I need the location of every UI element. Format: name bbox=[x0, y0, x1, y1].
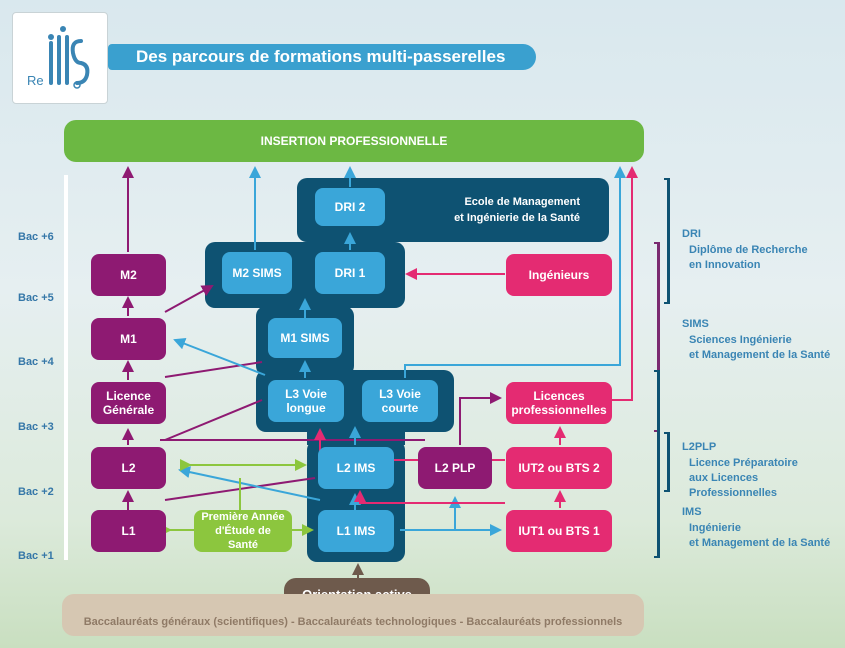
node-m2sims: M2 SIMS bbox=[222, 252, 292, 294]
node-l3-voie-longue: L3 Voie longue bbox=[268, 380, 344, 422]
node-licence-generale: Licence Générale bbox=[91, 382, 166, 424]
node-dri2: DRI 2 bbox=[315, 188, 385, 226]
bracket-dri bbox=[664, 178, 670, 304]
node-ingenieurs: Ingénieurs bbox=[506, 254, 612, 296]
legend-sims-title: SIMS bbox=[682, 318, 709, 330]
legend-ims-line1: Ingénierie bbox=[689, 522, 741, 534]
bac6-label: Bac +6 bbox=[18, 231, 54, 243]
baccalaureats-band: Baccalauréats généraux (scientifiques) -… bbox=[62, 594, 644, 636]
legend-sims-line1: Sciences Ingénierie bbox=[689, 334, 792, 346]
svg-text:Re: Re bbox=[27, 73, 44, 88]
legend-ims-title: IMS bbox=[682, 506, 702, 518]
node-m1: M1 bbox=[91, 318, 166, 360]
baccalaureats-text: Baccalauréats généraux (scientifiques) -… bbox=[83, 616, 623, 628]
bac5-label: Bac +5 bbox=[18, 292, 54, 304]
ecole-label-1: Ecole de Management bbox=[464, 196, 580, 208]
ecole-label-2: et Ingénierie de la Santé bbox=[454, 212, 580, 224]
node-l3-voie-courte: L3 Voie courte bbox=[362, 380, 438, 422]
bracket-l2plp bbox=[664, 432, 670, 492]
node-l2: L2 bbox=[91, 447, 166, 489]
legend-l2plp-line2: aux Licences Professionnelles bbox=[689, 472, 778, 499]
insertion-professionnelle-box: INSERTION PROFESSIONNELLE bbox=[64, 120, 644, 162]
bac2-label: Bac +2 bbox=[18, 486, 54, 498]
remis-logo-icon: Re bbox=[27, 26, 90, 89]
bac1-label: Bac +1 bbox=[18, 550, 54, 562]
node-l1ims: L1 IMS bbox=[318, 510, 394, 552]
node-m2: M2 bbox=[91, 254, 166, 296]
node-m1sims: M1 SIMS bbox=[268, 318, 342, 358]
legend-dri-line1: Diplôme de Recherche bbox=[689, 244, 808, 256]
node-iut2-bts2: IUT2 ou BTS 2 bbox=[506, 447, 612, 489]
logo: Re bbox=[12, 12, 108, 104]
page-title: Des parcours de formations multi-passere… bbox=[108, 44, 536, 70]
legend-sims-line2: et Management de la Santé bbox=[689, 349, 831, 361]
node-iut1-bts1: IUT1 ou BTS 1 bbox=[506, 510, 612, 552]
legend-l2plp-line1: Licence Préparatoire bbox=[689, 457, 798, 469]
legend-ims-line2: et Management de la Santé bbox=[689, 537, 831, 549]
node-l2plp: L2 PLP bbox=[418, 447, 492, 489]
bracket-ims bbox=[654, 370, 660, 558]
node-l1: L1 bbox=[91, 510, 166, 552]
legend-dri-title: DRI bbox=[682, 228, 701, 240]
legend-l2plp-title: L2PLP bbox=[682, 441, 717, 453]
legend-dri-line2: en Innovation bbox=[689, 259, 761, 271]
node-paes: Première Année d'Étude de Santé bbox=[194, 510, 292, 552]
node-l2ims: L2 IMS bbox=[318, 447, 394, 489]
bac4-label: Bac +4 bbox=[18, 356, 54, 368]
bac3-label: Bac +3 bbox=[18, 421, 54, 433]
level-ladder bbox=[64, 175, 68, 560]
node-licences-professionnelles: Licences professionnelles bbox=[506, 382, 612, 424]
node-dri1: DRI 1 bbox=[315, 252, 385, 294]
